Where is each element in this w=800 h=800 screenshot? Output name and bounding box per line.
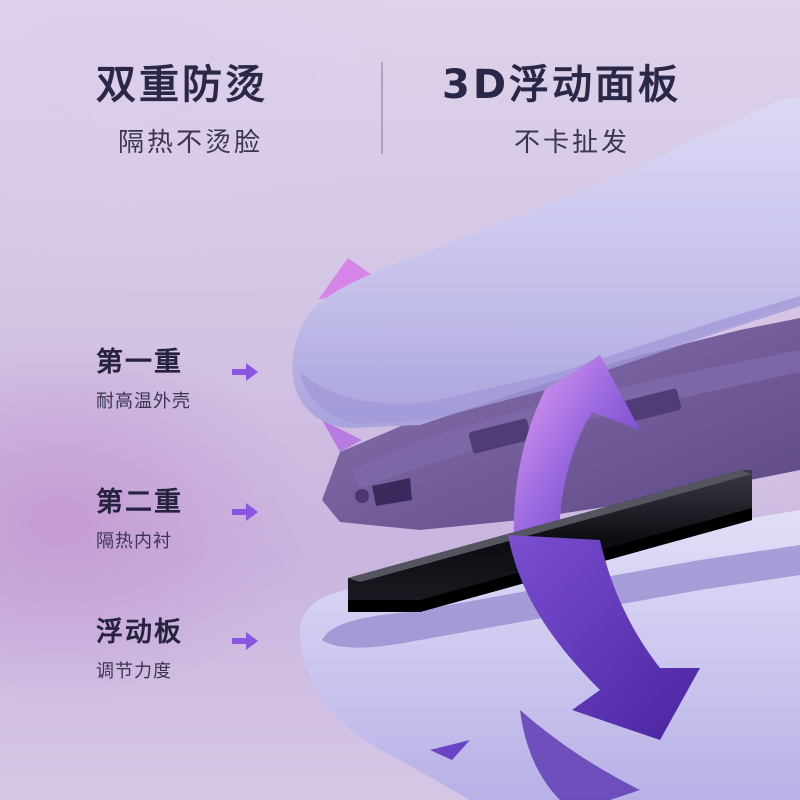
- ribbon-arrow-front: [508, 535, 700, 740]
- feature-divider: [381, 62, 383, 154]
- feature-title-3d-floating-plate: 3D浮动面板: [442, 62, 682, 108]
- feature-subtitle-double-heat-protection: 隔热不烫脸: [118, 128, 264, 158]
- layer-2-pointer-arrow-icon: [232, 503, 258, 521]
- feature-subtitle-3d-floating-plate: 不卡扯发: [514, 128, 631, 158]
- layer-1-pointer-arrow-icon: [232, 363, 258, 381]
- layer-2-title: 第二重: [96, 487, 183, 518]
- layer-3-pointer-arrow-icon: [232, 632, 258, 650]
- layer-1-desc: 耐高温外壳: [96, 391, 191, 412]
- ribbon-arrow-tip-top: [318, 258, 382, 300]
- feature-title-double-heat-protection: 双重防烫: [96, 62, 268, 108]
- layer-2-desc: 隔热内衬: [96, 531, 172, 552]
- heat-resistant-outer-shell: [292, 98, 800, 428]
- ribbon-arrow-back: [513, 355, 640, 560]
- layer-1-title: 第一重: [96, 347, 183, 378]
- layer-3-desc: 调节力度: [96, 661, 172, 682]
- ribbon-arrow-tip-middle: [322, 420, 362, 452]
- layer-3-title: 浮动板: [96, 617, 183, 648]
